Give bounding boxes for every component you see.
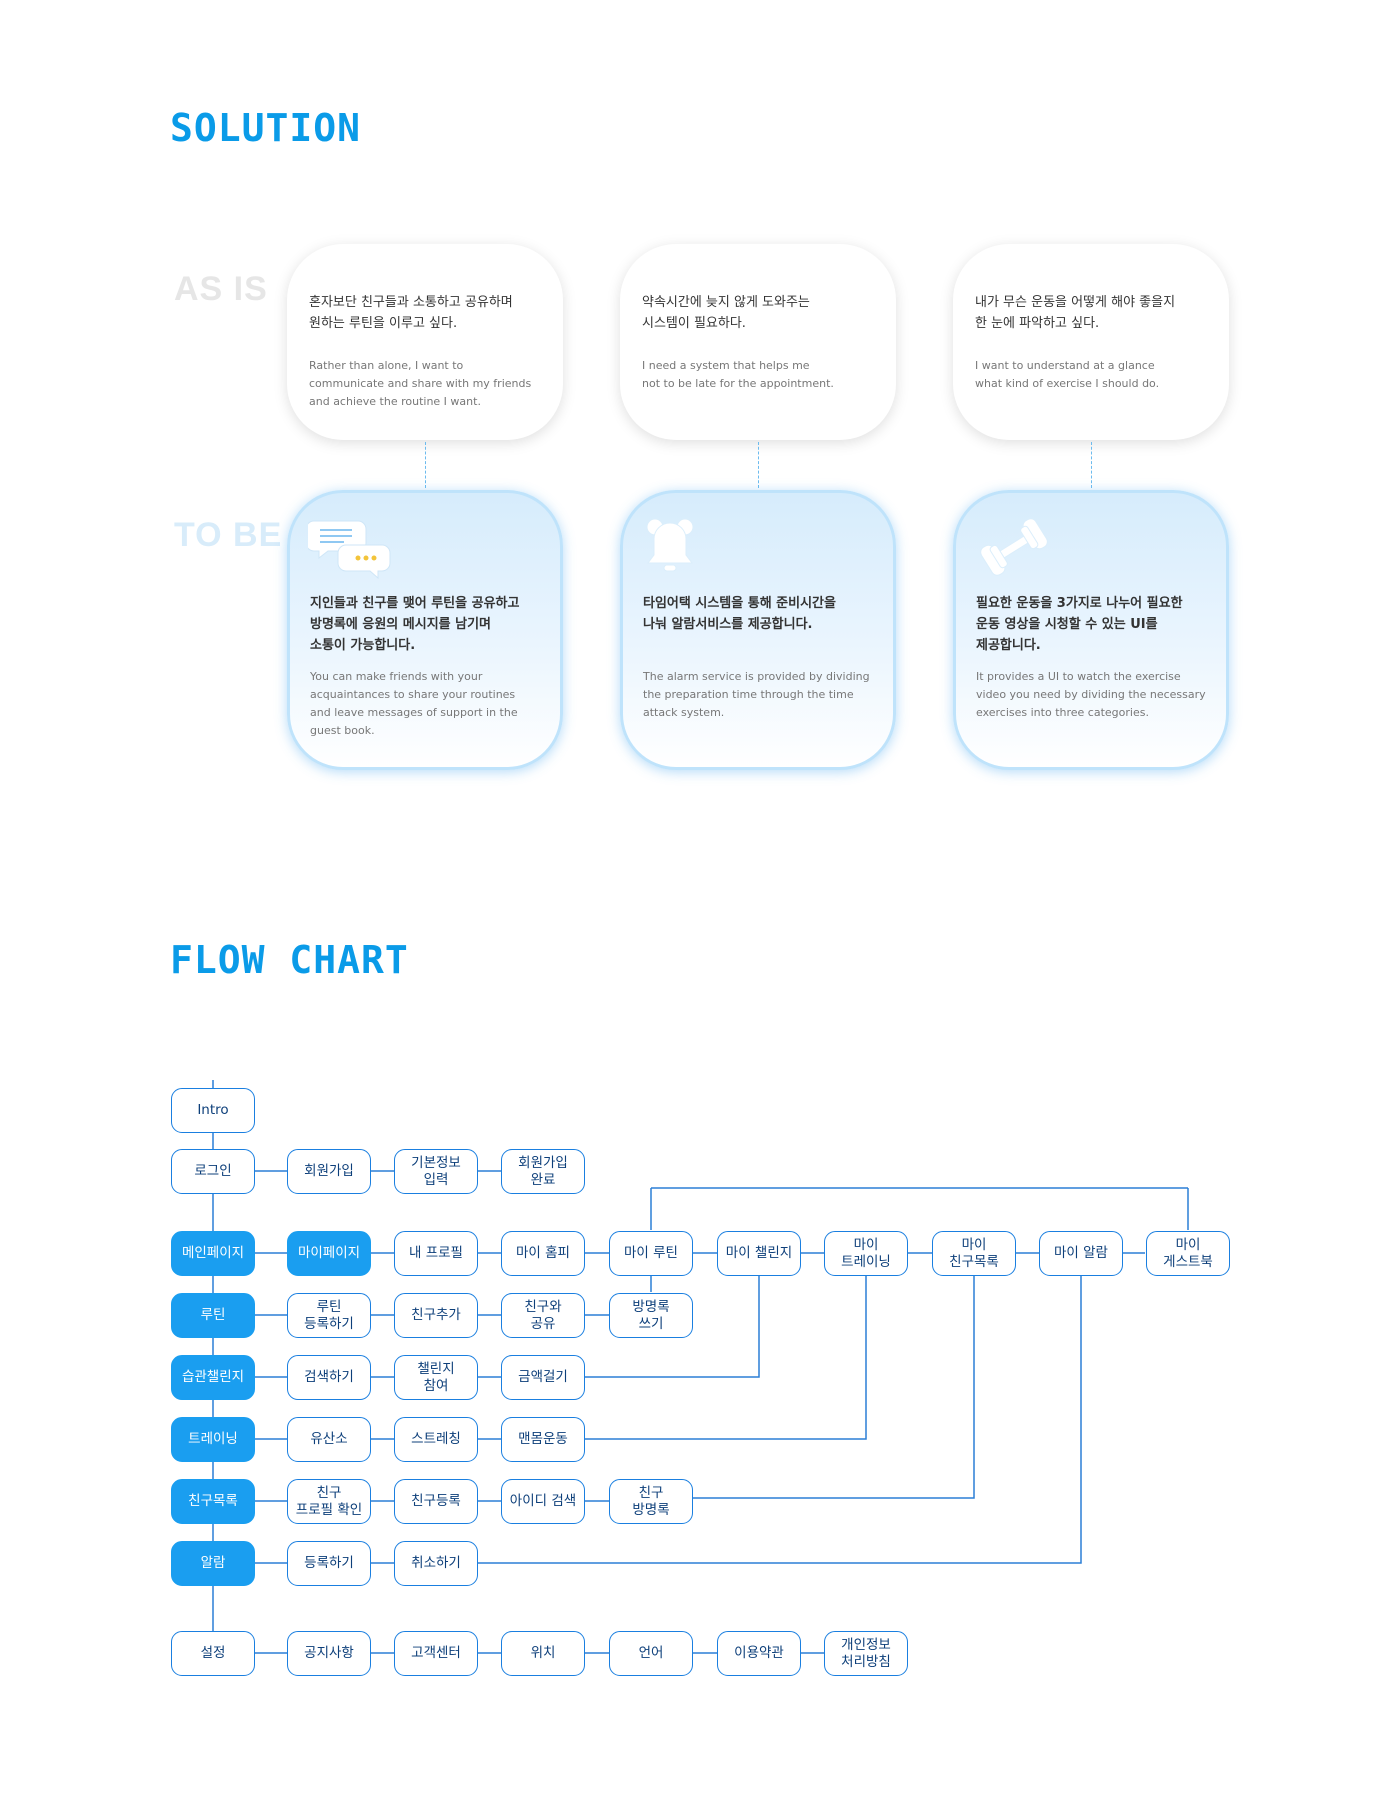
to-be-card: 지인들과 친구를 맺어 루틴을 공유하고 방명록에 응원의 메시지를 남기며 소… <box>287 490 563 770</box>
flow-node-bodyweight: 맨몸운동 <box>501 1417 585 1462</box>
flow-node-location: 위치 <box>501 1631 585 1676</box>
flow-node-privacy-policy: 개인정보 처리방침 <box>824 1631 908 1676</box>
dumbbell-icon <box>974 515 1054 583</box>
as-is-card-english-text: I want to understand at a glance what ki… <box>975 359 1160 390</box>
flow-node-basic-info: 기본정보 입력 <box>394 1149 478 1194</box>
as-is-to-be-connector <box>1091 442 1092 488</box>
as-is-to-be-connector <box>758 442 759 488</box>
flow-node-search: 검색하기 <box>287 1355 371 1400</box>
flow-node-my-challenge: 마이 챌린지 <box>717 1231 801 1276</box>
flow-node-my-alarm: 마이 알람 <box>1039 1231 1123 1276</box>
flow-chart-title: FLOW CHART <box>170 938 409 982</box>
to-be-card: 필요한 운동을 3가지로 나누어 필요한 운동 영상을 시청할 수 있는 UI를… <box>953 490 1229 770</box>
flow-node-share-with-friend: 친구와 공유 <box>501 1293 585 1338</box>
as-is-card-korean-text: 혼자보단 친구들과 소통하고 공유하며 원하는 루틴을 이루고 싶다. <box>309 295 513 331</box>
flow-node-aerobic: 유산소 <box>287 1417 371 1462</box>
to-be-card-english-text: It provides a UI to watch the exercise v… <box>976 670 1206 719</box>
as-is-card-korean-text: 내가 무슨 운동을 어떻게 해야 좋을지 한 눈에 파악하고 싶다. <box>975 295 1176 331</box>
flow-node-alarm: 알람 <box>171 1541 255 1586</box>
flow-node-my-training: 마이 트레이닝 <box>824 1231 908 1276</box>
flow-node-my-homepage: 마이 홈피 <box>501 1231 585 1276</box>
flow-node-my-friends: 마이 친구목록 <box>932 1231 1016 1276</box>
flow-node-stretching: 스트레칭 <box>394 1417 478 1462</box>
flow-node-my-routine: 마이 루틴 <box>609 1231 693 1276</box>
flow-node-join-challenge: 챌린지 참여 <box>394 1355 478 1400</box>
flow-node-notice: 공지사항 <box>287 1631 371 1676</box>
flow-node-my-guestbook: 마이 게스트북 <box>1146 1231 1230 1276</box>
flow-node-register-alarm: 등록하기 <box>287 1541 371 1586</box>
flow-node-friend-list: 친구목록 <box>171 1479 255 1524</box>
flow-node-main-page: 메인페이지 <box>171 1231 255 1276</box>
chat-bubbles-icon <box>305 515 392 583</box>
flow-node-settings: 설정 <box>171 1631 255 1676</box>
flow-node-training: 트레이닝 <box>171 1417 255 1462</box>
flow-node-friend-profile: 친구 프로필 확인 <box>287 1479 371 1524</box>
flow-node-routine: 루틴 <box>171 1293 255 1338</box>
flow-node-language: 언어 <box>609 1631 693 1676</box>
flow-node-write-guestbook: 방명록 쓰기 <box>609 1293 693 1338</box>
to-be-card-english-text: The alarm service is provided by dividin… <box>643 670 870 719</box>
flow-node-id-search: 아이디 검색 <box>501 1479 585 1524</box>
as-is-card-english-text: Rather than alone, I want to communicate… <box>309 359 532 408</box>
as-is-card: 약속시간에 늦지 않게 도와주는 시스템이 필요하다. I need a sys… <box>620 244 896 440</box>
to-be-card-korean-text: 타임어택 시스템을 통해 준비시간을 나눠 알람서비스를 제공합니다. <box>643 596 836 632</box>
to-be-card-english-text: You can make friends with your acquainta… <box>310 670 518 737</box>
flow-node-intro: Intro <box>171 1088 255 1133</box>
flow-node-my-profile: 내 프로필 <box>394 1231 478 1276</box>
flow-node-register-routine: 루틴 등록하기 <box>287 1293 371 1338</box>
as-is-card-english-text: I need a system that helps me not to be … <box>642 359 834 390</box>
flow-node-register-friend: 친구등록 <box>394 1479 478 1524</box>
flow-node-login: 로그인 <box>171 1149 255 1194</box>
as-is-label: AS IS <box>174 270 268 308</box>
flow-node-terms: 이용약관 <box>717 1631 801 1676</box>
alarm-bell-icon <box>641 515 701 583</box>
to-be-card-korean-text: 지인들과 친구를 맺어 루틴을 공유하고 방명록에 응원의 메시지를 남기며 소… <box>310 596 520 653</box>
flow-node-add-friend: 친구추가 <box>394 1293 478 1338</box>
flow-node-friend-guestbook: 친구 방명록 <box>609 1479 693 1524</box>
flow-node-bet-money: 금액걸기 <box>501 1355 585 1400</box>
flow-node-cancel-alarm: 취소하기 <box>394 1541 478 1586</box>
as-is-card-korean-text: 약속시간에 늦지 않게 도와주는 시스템이 필요하다. <box>642 295 810 331</box>
to-be-card: 타임어택 시스템을 통해 준비시간을 나눠 알람서비스를 제공합니다. The … <box>620 490 896 770</box>
to-be-card-korean-text: 필요한 운동을 3가지로 나누어 필요한 운동 영상을 시청할 수 있는 UI를… <box>976 596 1183 653</box>
flow-node-customer-center: 고객센터 <box>394 1631 478 1676</box>
solution-title: SOLUTION <box>170 106 362 150</box>
as-is-card: 내가 무슨 운동을 어떻게 해야 좋을지 한 눈에 파악하고 싶다. I wan… <box>953 244 1229 440</box>
flow-node-sign-up-complete: 회원가입 완료 <box>501 1149 585 1194</box>
flow-node-habit-challenge: 습관챌린지 <box>171 1355 255 1400</box>
as-is-to-be-connector <box>425 442 426 488</box>
to-be-label: TO BE <box>174 516 283 554</box>
flow-node-my-page: 마이페이지 <box>287 1231 371 1276</box>
flow-node-sign-up: 회원가입 <box>287 1149 371 1194</box>
as-is-card: 혼자보단 친구들과 소통하고 공유하며 원하는 루틴을 이루고 싶다. Rath… <box>287 244 563 440</box>
